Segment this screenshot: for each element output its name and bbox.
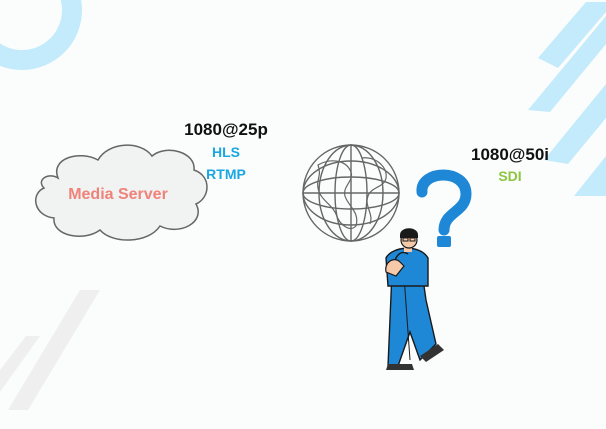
globe-icon bbox=[302, 144, 400, 242]
cloud-icon bbox=[34, 144, 208, 241]
protocol-rtmp: RTMP bbox=[206, 166, 246, 182]
decor-arc bbox=[0, 0, 82, 70]
media-server-label: Media Server bbox=[68, 186, 168, 203]
thinking-person-icon bbox=[385, 228, 444, 370]
protocol-hls: HLS bbox=[212, 144, 240, 160]
protocol-sdi: SDI bbox=[498, 168, 522, 184]
question-mark-icon bbox=[416, 169, 472, 247]
source-resolution: 1080@25p bbox=[184, 120, 268, 139]
destination-resolution: 1080@50i bbox=[470, 145, 550, 164]
decor-stripes-right bbox=[528, 2, 606, 196]
decor-stripes-left bbox=[0, 290, 100, 410]
